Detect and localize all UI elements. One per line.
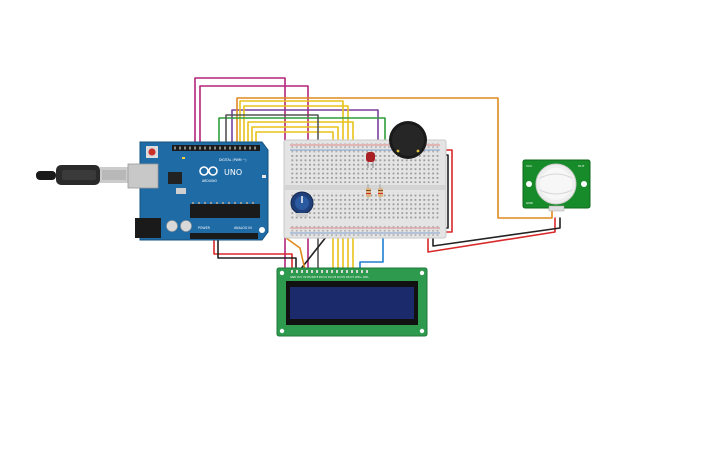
breadboard[interactable] bbox=[283, 139, 447, 239]
lcd-display-area bbox=[290, 287, 414, 319]
red-led[interactable] bbox=[366, 152, 375, 168]
wire-black-gnd bbox=[217, 237, 297, 271]
wire-red-5v bbox=[213, 237, 293, 271]
resistor-2[interactable] bbox=[378, 184, 383, 200]
piezo-buzzer[interactable] bbox=[389, 121, 427, 159]
digital-header-label: DIGITAL (PWM ~) bbox=[219, 158, 246, 162]
wire-blue-1 bbox=[359, 217, 384, 271]
arduino-model-label: UNO bbox=[224, 168, 242, 177]
power-header-label: POWER bbox=[198, 226, 211, 230]
pir-pin-out-label: OUT bbox=[578, 164, 585, 168]
arduino-brand-label: ARDUINO bbox=[202, 179, 218, 183]
pir-sensor[interactable]: VCC OUT GND bbox=[522, 159, 591, 212]
pir-pins: VCC OUT GND bbox=[526, 164, 585, 212]
resistor-1[interactable] bbox=[366, 184, 371, 200]
usb-cable bbox=[36, 165, 128, 185]
wire-orange-pir bbox=[236, 97, 553, 219]
arduino-logo-icon bbox=[199, 166, 218, 176]
lcd-16x2[interactable]: GND VCC V0 RS RW E D0 D1 D2 D3 D4 D5 D6 … bbox=[276, 267, 428, 337]
arduino-uno[interactable]: UNO ARDUINO DIGITAL (PWM ~) POWER ANALOG… bbox=[127, 141, 269, 241]
analog-header-label: ANALOG IN bbox=[234, 226, 252, 230]
pir-pin-gnd-label: GND bbox=[526, 201, 534, 205]
lcd-pin-labels: GND VCC V0 RS RW E D0 D1 D2 D3 D4 D5 D6 … bbox=[290, 275, 369, 279]
potentiometer[interactable] bbox=[290, 191, 314, 217]
wire-purple-1 bbox=[231, 109, 379, 151]
pir-pin-vcc-label: VCC bbox=[526, 164, 532, 168]
